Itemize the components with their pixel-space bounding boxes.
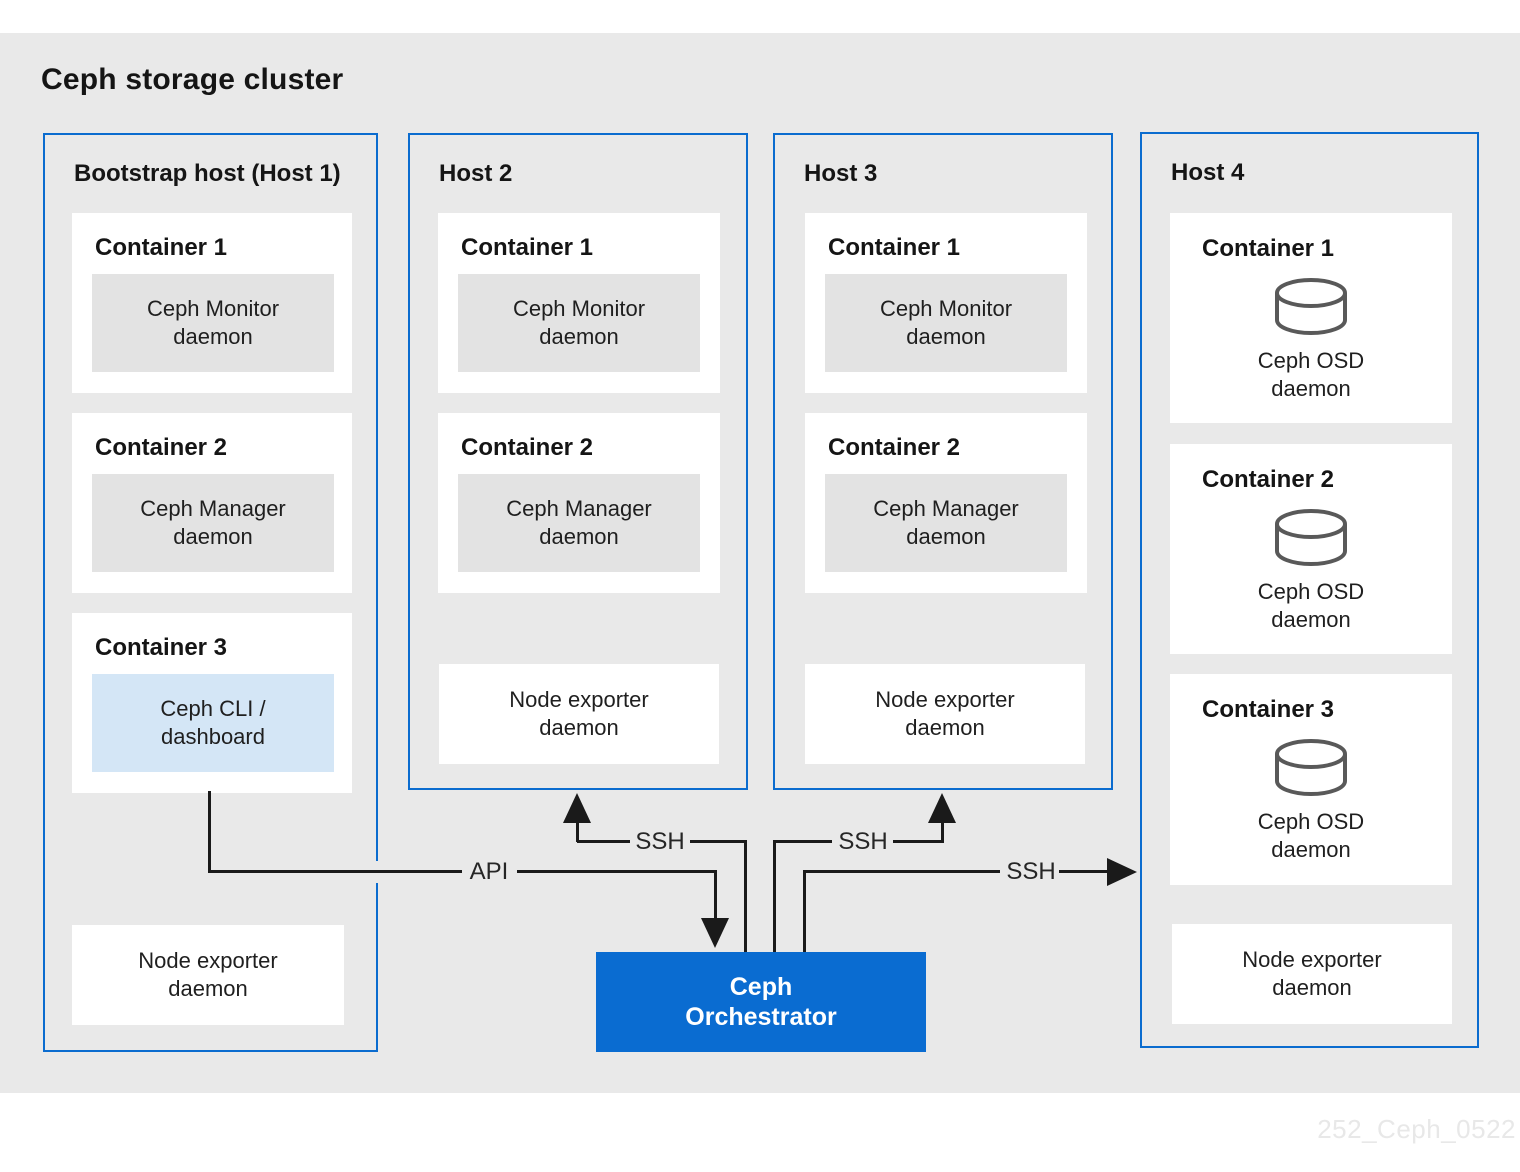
container-title: Container 1	[95, 234, 228, 261]
ssh-host2-line	[577, 840, 630, 843]
ceph-manager-daemon: Ceph Manager daemon	[825, 474, 1067, 572]
ssh-host3-label: SSH	[838, 828, 888, 855]
disk-icon	[1273, 508, 1349, 568]
host2-container-1: Container 1 Ceph Monitor daemon	[438, 213, 720, 393]
container-title: Container 1	[461, 234, 594, 261]
diagram-title: Ceph storage cluster	[41, 63, 344, 96]
host-2-box: Host 2 Container 1 Ceph Monitor daemon C…	[408, 133, 748, 790]
ssh-host3-line-vertical	[773, 840, 776, 952]
host4-node-exporter-daemon: Node exporter daemon	[1172, 924, 1452, 1024]
ssh-host2-line-up	[576, 822, 579, 842]
ceph-monitor-daemon: Ceph Monitor daemon	[458, 274, 700, 372]
api-line-down	[714, 870, 717, 920]
container-title: Container 2	[828, 434, 961, 461]
ssh-host4-arrowhead-right-icon	[1107, 858, 1137, 886]
host-3-title: Host 3	[804, 160, 878, 187]
api-arrowhead-down-icon	[701, 918, 729, 948]
ssh-host2-arrowhead-up-icon	[563, 793, 591, 823]
ceph-orchestrator-box: Ceph Orchestrator	[596, 952, 926, 1052]
host-1-title: Bootstrap host (Host 1)	[74, 160, 341, 187]
ceph-monitor-daemon: Ceph Monitor daemon	[825, 274, 1067, 372]
ceph-monitor-daemon: Ceph Monitor daemon	[92, 274, 334, 372]
host4-container-2: Container 2 Ceph OSD daemon	[1170, 444, 1452, 654]
disk-icon	[1273, 277, 1349, 337]
ssh-host3-arrowhead-up-icon	[928, 793, 956, 823]
api-line	[517, 870, 717, 873]
ceph-manager-daemon: Ceph Manager daemon	[458, 474, 700, 572]
container-title: Container 2	[95, 434, 228, 461]
host3-node-exporter-daemon: Node exporter daemon	[805, 664, 1085, 764]
ceph-osd-daemon: Ceph OSD daemon	[1257, 579, 1365, 632]
ssh-host2-line	[690, 840, 747, 843]
host4-container-3: Container 3 Ceph OSD daemon	[1170, 674, 1452, 885]
api-line	[208, 870, 462, 873]
container-title: Container 1	[1202, 235, 1335, 262]
host2-container-2: Container 2 Ceph Manager daemon	[438, 413, 720, 593]
container-title: Container 2	[461, 434, 594, 461]
ssh-host3-line-up	[941, 822, 944, 842]
host-3-box: Host 3 Container 1 Ceph Monitor daemon C…	[773, 133, 1113, 790]
disk-icon	[1273, 738, 1349, 798]
container-title: Container 3	[95, 634, 228, 661]
api-label: API	[469, 858, 509, 885]
container-title: Container 1	[828, 234, 961, 261]
host-2-title: Host 2	[439, 160, 513, 187]
ssh-host2-line-vertical	[744, 840, 747, 952]
ceph-osd-daemon: Ceph OSD daemon	[1257, 348, 1365, 401]
ssh-host4-line-vertical	[803, 870, 806, 952]
ceph-osd-daemon: Ceph OSD daemon	[1257, 809, 1365, 862]
container-title: Container 2	[1202, 466, 1335, 493]
host-4-title: Host 4	[1171, 159, 1245, 186]
host1-container-1: Container 1 Ceph Monitor daemon	[72, 213, 352, 393]
host1-container-3: Container 3 Ceph CLI / dashboard	[72, 613, 352, 793]
host2-node-exporter-daemon: Node exporter daemon	[439, 664, 719, 764]
ssh-host4-line	[1059, 870, 1107, 873]
host3-container-2: Container 2 Ceph Manager daemon	[805, 413, 1087, 593]
ssh-host4-label: SSH	[1006, 858, 1056, 885]
host-1-box: Bootstrap host (Host 1) Container 1 Ceph…	[43, 133, 378, 1052]
ssh-host2-label: SSH	[635, 828, 685, 855]
host4-container-1: Container 1 Ceph OSD daemon	[1170, 213, 1452, 423]
api-line-from-cli	[208, 791, 211, 873]
ceph-manager-daemon: Ceph Manager daemon	[92, 474, 334, 572]
ssh-host4-line	[803, 870, 1000, 873]
host3-container-1: Container 1 Ceph Monitor daemon	[805, 213, 1087, 393]
ceph-cli-dashboard: Ceph CLI / dashboard	[92, 674, 334, 772]
host1-node-exporter-daemon: Node exporter daemon	[72, 925, 344, 1025]
container-title: Container 3	[1202, 696, 1335, 723]
ssh-host3-line	[776, 840, 832, 843]
host-4-box: Host 4 Container 1 Ceph OSD daemon Conta…	[1140, 132, 1479, 1048]
host1-container-2: Container 2 Ceph Manager daemon	[72, 413, 352, 593]
ssh-host3-line	[893, 840, 944, 843]
watermark: 252_Ceph_0522	[1317, 1114, 1516, 1144]
